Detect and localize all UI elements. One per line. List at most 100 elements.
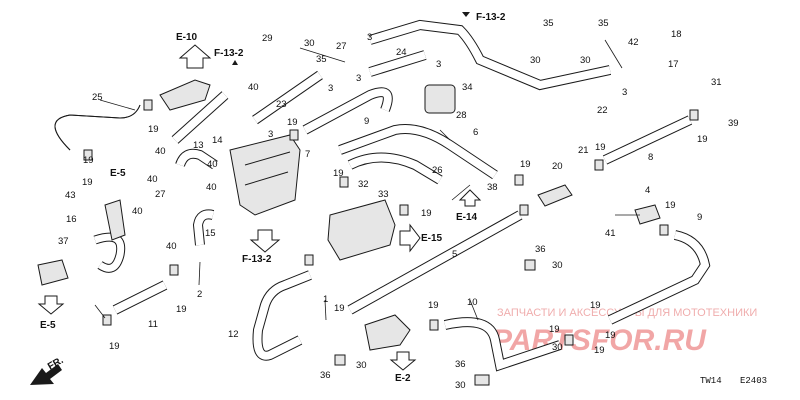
callout-30[interactable]: 30 (552, 342, 563, 353)
callout-3[interactable]: 3 (622, 87, 627, 98)
callout-42[interactable]: 42 (628, 37, 639, 48)
callout-17[interactable]: 17 (668, 59, 679, 70)
ref-f132-lower[interactable]: F-13-2 (242, 254, 272, 265)
callout-19[interactable]: 19 (148, 124, 159, 135)
callout-19[interactable]: 19 (590, 300, 601, 311)
callout-36[interactable]: 36 (320, 370, 331, 381)
ref-f132-upper[interactable]: F-13-2 (214, 48, 244, 59)
callout-30[interactable]: 30 (455, 380, 466, 391)
callout-40[interactable]: 40 (207, 159, 218, 170)
ref-e5-lower[interactable]: E-5 (40, 320, 56, 331)
callout-4[interactable]: 4 (645, 185, 650, 196)
callout-10[interactable]: 10 (467, 297, 478, 308)
callout-34[interactable]: 34 (462, 82, 473, 93)
callout-7[interactable]: 7 (305, 149, 310, 160)
callout-2[interactable]: 2 (197, 289, 202, 300)
ref-e10[interactable]: E-10 (176, 32, 198, 43)
callout-19[interactable]: 19 (595, 142, 606, 153)
callout-19[interactable]: 19 (665, 200, 676, 211)
callout-20[interactable]: 20 (552, 161, 563, 172)
callout-33[interactable]: 33 (378, 189, 389, 200)
callout-32[interactable]: 32 (358, 179, 369, 190)
callout-12[interactable]: 12 (228, 329, 239, 340)
callout-18[interactable]: 18 (671, 29, 682, 40)
callout-43[interactable]: 43 (65, 190, 76, 201)
callout-30[interactable]: 30 (356, 360, 367, 371)
callout-9[interactable]: 9 (364, 116, 369, 127)
callout-30[interactable]: 30 (304, 38, 315, 49)
callout-19[interactable]: 19 (82, 177, 93, 188)
callout-19[interactable]: 19 (421, 208, 432, 219)
callout-25[interactable]: 25 (92, 92, 103, 103)
callout-22[interactable]: 22 (597, 105, 608, 116)
valve-assembly-upper (159, 79, 211, 111)
callout-3[interactable]: 3 (356, 73, 361, 84)
callout-8[interactable]: 8 (648, 152, 653, 163)
callout-16[interactable]: 16 (66, 214, 77, 225)
callout-35[interactable]: 35 (598, 18, 609, 29)
solenoid-valve (424, 84, 456, 114)
callout-3[interactable]: 3 (367, 32, 372, 43)
callout-30[interactable]: 30 (530, 55, 541, 66)
ref-e5-upper[interactable]: E-5 (110, 168, 126, 179)
callout-40[interactable]: 40 (132, 206, 143, 217)
callout-40[interactable]: 40 (248, 82, 259, 93)
callout-40[interactable]: 40 (206, 182, 217, 193)
callout-19[interactable]: 19 (109, 341, 120, 352)
callout-23[interactable]: 23 (276, 99, 287, 110)
callout-30[interactable]: 30 (580, 55, 591, 66)
ref-e14[interactable]: E-14 (456, 212, 478, 223)
callout-35[interactable]: 35 (543, 18, 554, 29)
callout-24[interactable]: 24 (396, 47, 407, 58)
callout-14[interactable]: 14 (212, 135, 223, 146)
callout-19[interactable]: 19 (594, 345, 605, 356)
callout-36[interactable]: 36 (455, 359, 466, 370)
callout-29[interactable]: 29 (262, 33, 273, 44)
callout-19[interactable]: 19 (697, 134, 708, 145)
callout-40[interactable]: 40 (166, 241, 177, 252)
connector-20 (537, 184, 573, 207)
callout-27[interactable]: 27 (336, 41, 347, 52)
callout-19[interactable]: 19 (333, 168, 344, 179)
callout-19[interactable]: 19 (428, 300, 439, 311)
callout-19[interactable]: 19 (83, 155, 94, 166)
callout-1[interactable]: 1 (323, 294, 328, 305)
callout-19[interactable]: 19 (287, 117, 298, 128)
callout-5[interactable]: 5 (452, 249, 457, 260)
callout-19[interactable]: 19 (605, 330, 616, 341)
callout-38[interactable]: 38 (487, 182, 498, 193)
callout-30[interactable]: 30 (552, 260, 563, 271)
clamp (564, 334, 574, 346)
callout-28[interactable]: 28 (456, 110, 467, 121)
ref-f132-top[interactable]: F-13-2 (476, 12, 506, 23)
callout-3[interactable]: 3 (436, 59, 441, 70)
callout-19[interactable]: 19 (549, 324, 560, 335)
callout-35[interactable]: 35 (316, 54, 327, 65)
callout-27[interactable]: 27 (155, 189, 166, 200)
callout-31[interactable]: 31 (711, 77, 722, 88)
callout-13[interactable]: 13 (193, 140, 204, 151)
clamp (524, 259, 536, 271)
callout-3[interactable]: 3 (328, 83, 333, 94)
callout-21[interactable]: 21 (578, 145, 589, 156)
callout-41[interactable]: 41 (605, 228, 616, 239)
callout-19[interactable]: 19 (176, 304, 187, 315)
callout-3[interactable]: 3 (268, 129, 273, 140)
callout-15[interactable]: 15 (205, 228, 216, 239)
callout-11[interactable]: 11 (148, 319, 158, 330)
callout-39[interactable]: 39 (728, 118, 739, 129)
callout-26[interactable]: 26 (432, 165, 443, 176)
ref-e2[interactable]: E-2 (395, 373, 411, 384)
ref-e15[interactable]: E-15 (421, 233, 443, 244)
callout-36[interactable]: 36 (535, 244, 546, 255)
callout-19[interactable]: 19 (520, 159, 531, 170)
callout-6[interactable]: 6 (473, 127, 478, 138)
callout-40[interactable]: 40 (147, 174, 158, 185)
callout-19[interactable]: 19 (334, 303, 345, 314)
callout-37[interactable]: 37 (58, 236, 69, 247)
callout-40[interactable]: 40 (155, 146, 166, 157)
callout-9[interactable]: 9 (697, 212, 702, 223)
valve-assembly-lower (364, 314, 411, 351)
